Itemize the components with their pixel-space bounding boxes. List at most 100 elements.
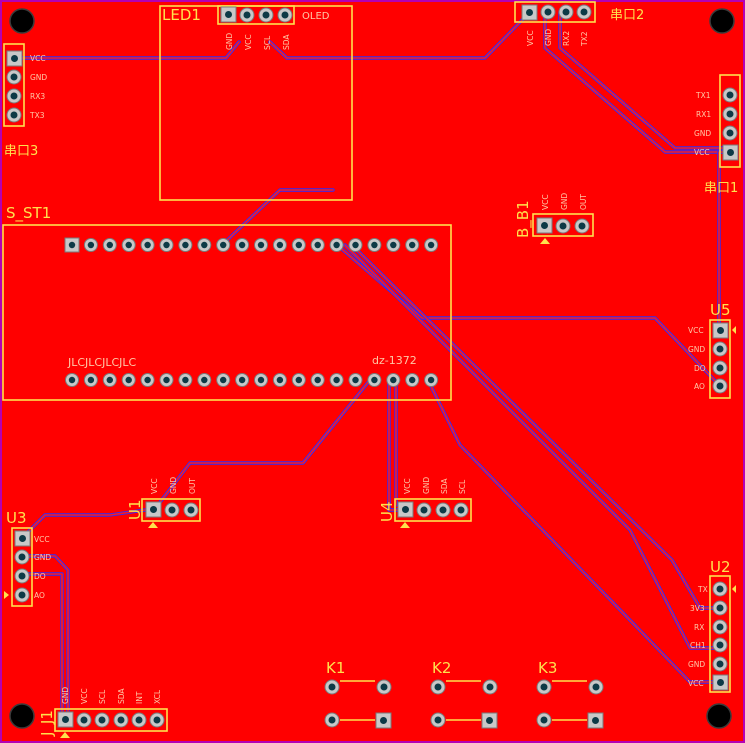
connector-left-pin-label: GND (30, 73, 47, 82)
pad-hole (106, 241, 114, 249)
traces (12, 10, 728, 717)
component-u2[interactable]: U2 TX 3V3 RX CH1 GND VCC (688, 558, 736, 693)
j-j1-pin-label: SDA (117, 688, 126, 704)
mounting-hole-top-right (709, 8, 735, 34)
pad-hole (726, 110, 734, 118)
component-j-j1[interactable]: J_J1 GND VCC SCL SDA INT XCL (38, 687, 168, 738)
pad-hole (10, 111, 18, 119)
pin1-marker (732, 585, 736, 593)
pad-hole (409, 376, 416, 384)
component-k3[interactable]: K3 (536, 659, 604, 729)
pad-hole (201, 376, 208, 384)
connector-left-outline (3, 43, 25, 127)
pad-hole (257, 241, 265, 249)
mounting-hole-top-left (9, 8, 35, 34)
pin1-marker (4, 591, 9, 599)
connector-left-ref: 串口3 (4, 144, 38, 159)
pad-hole (716, 382, 724, 390)
connector-right-outline (719, 74, 741, 168)
pad-hole (716, 660, 724, 668)
pad-hole (68, 376, 76, 384)
pad-hole (150, 506, 157, 513)
trace (426, 378, 722, 684)
pad-hole (10, 92, 18, 100)
pad-hole (144, 241, 151, 249)
s-st1-outline (2, 224, 452, 401)
pad-hole (125, 376, 132, 384)
u2-pin-label: TX (697, 585, 708, 594)
pad-hole (225, 11, 232, 18)
k2-outline (446, 680, 481, 721)
pad-hole (726, 129, 734, 137)
trace (20, 508, 147, 540)
b-b1-pin-label: OUT (579, 194, 588, 210)
pad-hole (592, 717, 599, 724)
connector-top-outline (514, 1, 596, 23)
b-b1-pin-label: VCC (541, 194, 550, 210)
pin1-marker (148, 522, 158, 528)
u2-pin-label: 3V3 (690, 604, 705, 613)
component-k2[interactable]: K2 (430, 659, 498, 729)
s-st1-header-bottom (65, 373, 439, 387)
pad-hole (559, 222, 567, 230)
pad-hole (390, 376, 397, 384)
led1-pin-label: SCL (263, 35, 272, 50)
connector-top-pin-label: VCC (526, 30, 535, 46)
u2-ref: U2 (710, 558, 731, 576)
pad-hole (125, 241, 132, 249)
u1-pin-label: OUT (188, 478, 197, 494)
pad-hole (18, 591, 26, 599)
component-b-b1[interactable]: B_B1 VCC GND OUT (514, 193, 594, 244)
j-j1-pin-label: GND (61, 687, 70, 704)
component-connector-top[interactable]: 串口2 VCC GND RX2 TX2 (514, 1, 644, 47)
pad-hole (716, 364, 724, 372)
u2-pin-label: VCC (688, 679, 704, 688)
u4-pin-label: SCL (458, 479, 467, 494)
component-u4[interactable]: U4 VCC GND SDA SCL (378, 477, 472, 528)
pad-hole (592, 683, 600, 691)
pad-hole (163, 241, 170, 249)
pad-hole (541, 222, 548, 229)
u5-pin-label: AO (694, 382, 705, 391)
pad-hole (220, 241, 227, 249)
component-led1[interactable]: LED1 OLED GND VCC SCL SDA (159, 5, 353, 201)
pad-hole (257, 376, 265, 384)
k1-ref: K1 (326, 659, 345, 677)
pad-hole (10, 73, 18, 81)
pad-hole (457, 506, 465, 514)
u4-pin-label: GND (422, 477, 431, 494)
u1-pin-label: GND (169, 477, 178, 494)
component-connector-left[interactable]: 串口3 VCC GND RX3 TX3 (3, 43, 47, 159)
b-b1-outline (532, 213, 594, 237)
pad-hole (578, 222, 586, 230)
pad-hole (168, 506, 176, 514)
connector-top-pin-label: TX2 (580, 31, 589, 47)
pad-hole (276, 241, 284, 249)
u3-ref: U3 (6, 509, 27, 527)
pad-hole (19, 535, 26, 542)
pad-hole (439, 506, 447, 514)
pad-hole (238, 241, 246, 249)
pad-hole (380, 717, 387, 724)
pad-hole (98, 716, 106, 724)
component-u1[interactable]: U1 VCC GND OUT (126, 477, 201, 528)
pad-hole (314, 241, 321, 249)
j-j1-pin-label: INT (135, 691, 144, 704)
connector-right-ref: 串口1 (704, 181, 738, 196)
component-k1[interactable]: K1 (324, 659, 392, 729)
component-s-st1[interactable]: S_ST1 JLCJLCJLCJLC dz-1372 (2, 204, 452, 401)
component-u5[interactable]: U5 VCC GND DO AO (688, 301, 736, 399)
u3-pin-label: GND (34, 553, 51, 562)
led1-pin-label: VCC (244, 34, 253, 50)
u2-pin-label: GND (688, 660, 705, 669)
pad-hole (420, 506, 428, 514)
component-u3[interactable]: U3 VCC GND DO AO (4, 509, 51, 607)
component-connector-right[interactable]: 串口1 TX1 RX1 GND VCC (694, 74, 741, 196)
pad-hole (80, 716, 88, 724)
pad-hole (68, 241, 76, 249)
mounting-holes (9, 8, 735, 729)
u4-pin-label: SDA (440, 478, 449, 494)
pad-hole (201, 241, 208, 249)
j-j1-pin-label: SCL (98, 689, 107, 704)
